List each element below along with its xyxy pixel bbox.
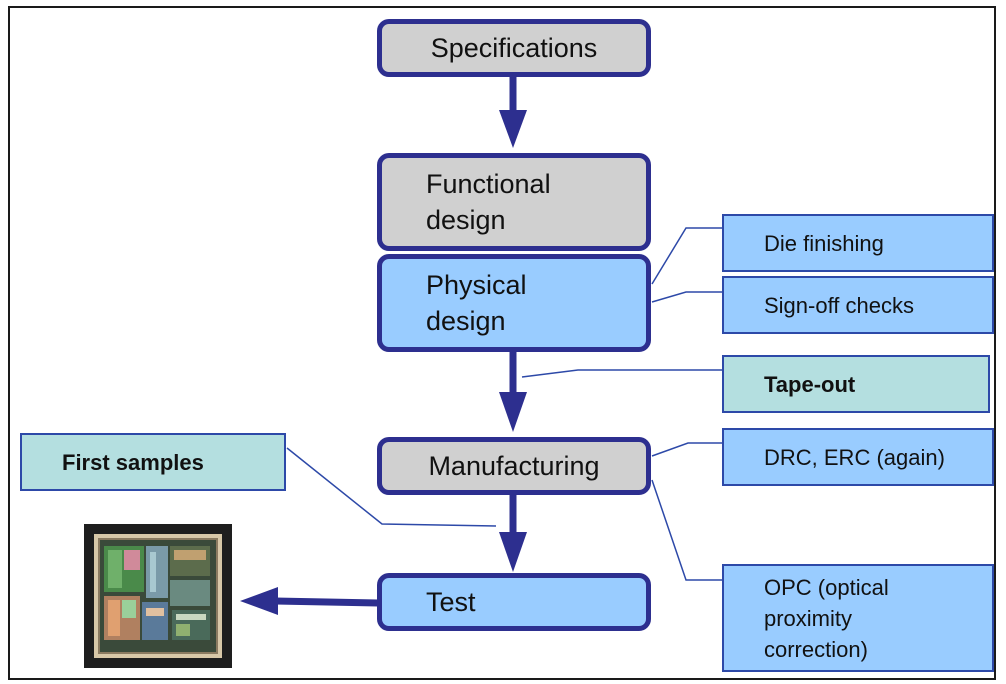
die-finishing-note: Die finishing: [722, 214, 994, 272]
functional-design-box: Functional design: [377, 153, 651, 251]
first-samples-label: First samples: [62, 449, 204, 475]
specifications-box: Specifications: [377, 19, 651, 77]
connector-tape-out: [521, 369, 722, 378]
arrow-test-to-chip: [240, 587, 379, 615]
arrow-physical-to-manufacturing: [499, 352, 527, 432]
manufacturing-box: Manufacturing: [377, 437, 651, 495]
physical-design-box: Physical design: [377, 254, 651, 352]
drc-erc-label: DRC, ERC (again): [764, 444, 945, 470]
connector-drc-erc: [651, 442, 722, 457]
first-samples-note: First samples: [20, 433, 286, 491]
connector-first-samples: [286, 447, 497, 527]
die-finishing-label: Die finishing: [764, 230, 884, 256]
chip-die-image: [94, 534, 222, 658]
specifications-label: Specifications: [430, 33, 598, 63]
opc-note: OPC (optical proximity correction): [722, 564, 994, 672]
test-box: Test: [377, 573, 651, 631]
chip-die-photo: [84, 524, 232, 668]
test-label: Test: [426, 587, 476, 617]
arrow-manufacturing-to-test: [499, 495, 527, 572]
diagram-frame: [8, 6, 996, 680]
tape-out-note: Tape-out: [722, 355, 990, 413]
signoff-checks-note: Sign-off checks: [722, 276, 994, 334]
connector-die-finishing: [651, 227, 722, 285]
physical-design-label: Physical design: [426, 270, 527, 336]
tape-out-label: Tape-out: [764, 371, 856, 397]
drc-erc-note: DRC, ERC (again): [722, 428, 994, 486]
manufacturing-label: Manufacturing: [428, 451, 600, 481]
opc-label: OPC (optical proximity correction): [764, 574, 889, 662]
connector-opc: [651, 479, 722, 581]
connector-signoff-checks: [651, 291, 722, 303]
functional-design-label: Functional design: [426, 169, 551, 235]
arrow-spec-to-functional: [499, 76, 527, 148]
signoff-checks-label: Sign-off checks: [764, 292, 915, 318]
